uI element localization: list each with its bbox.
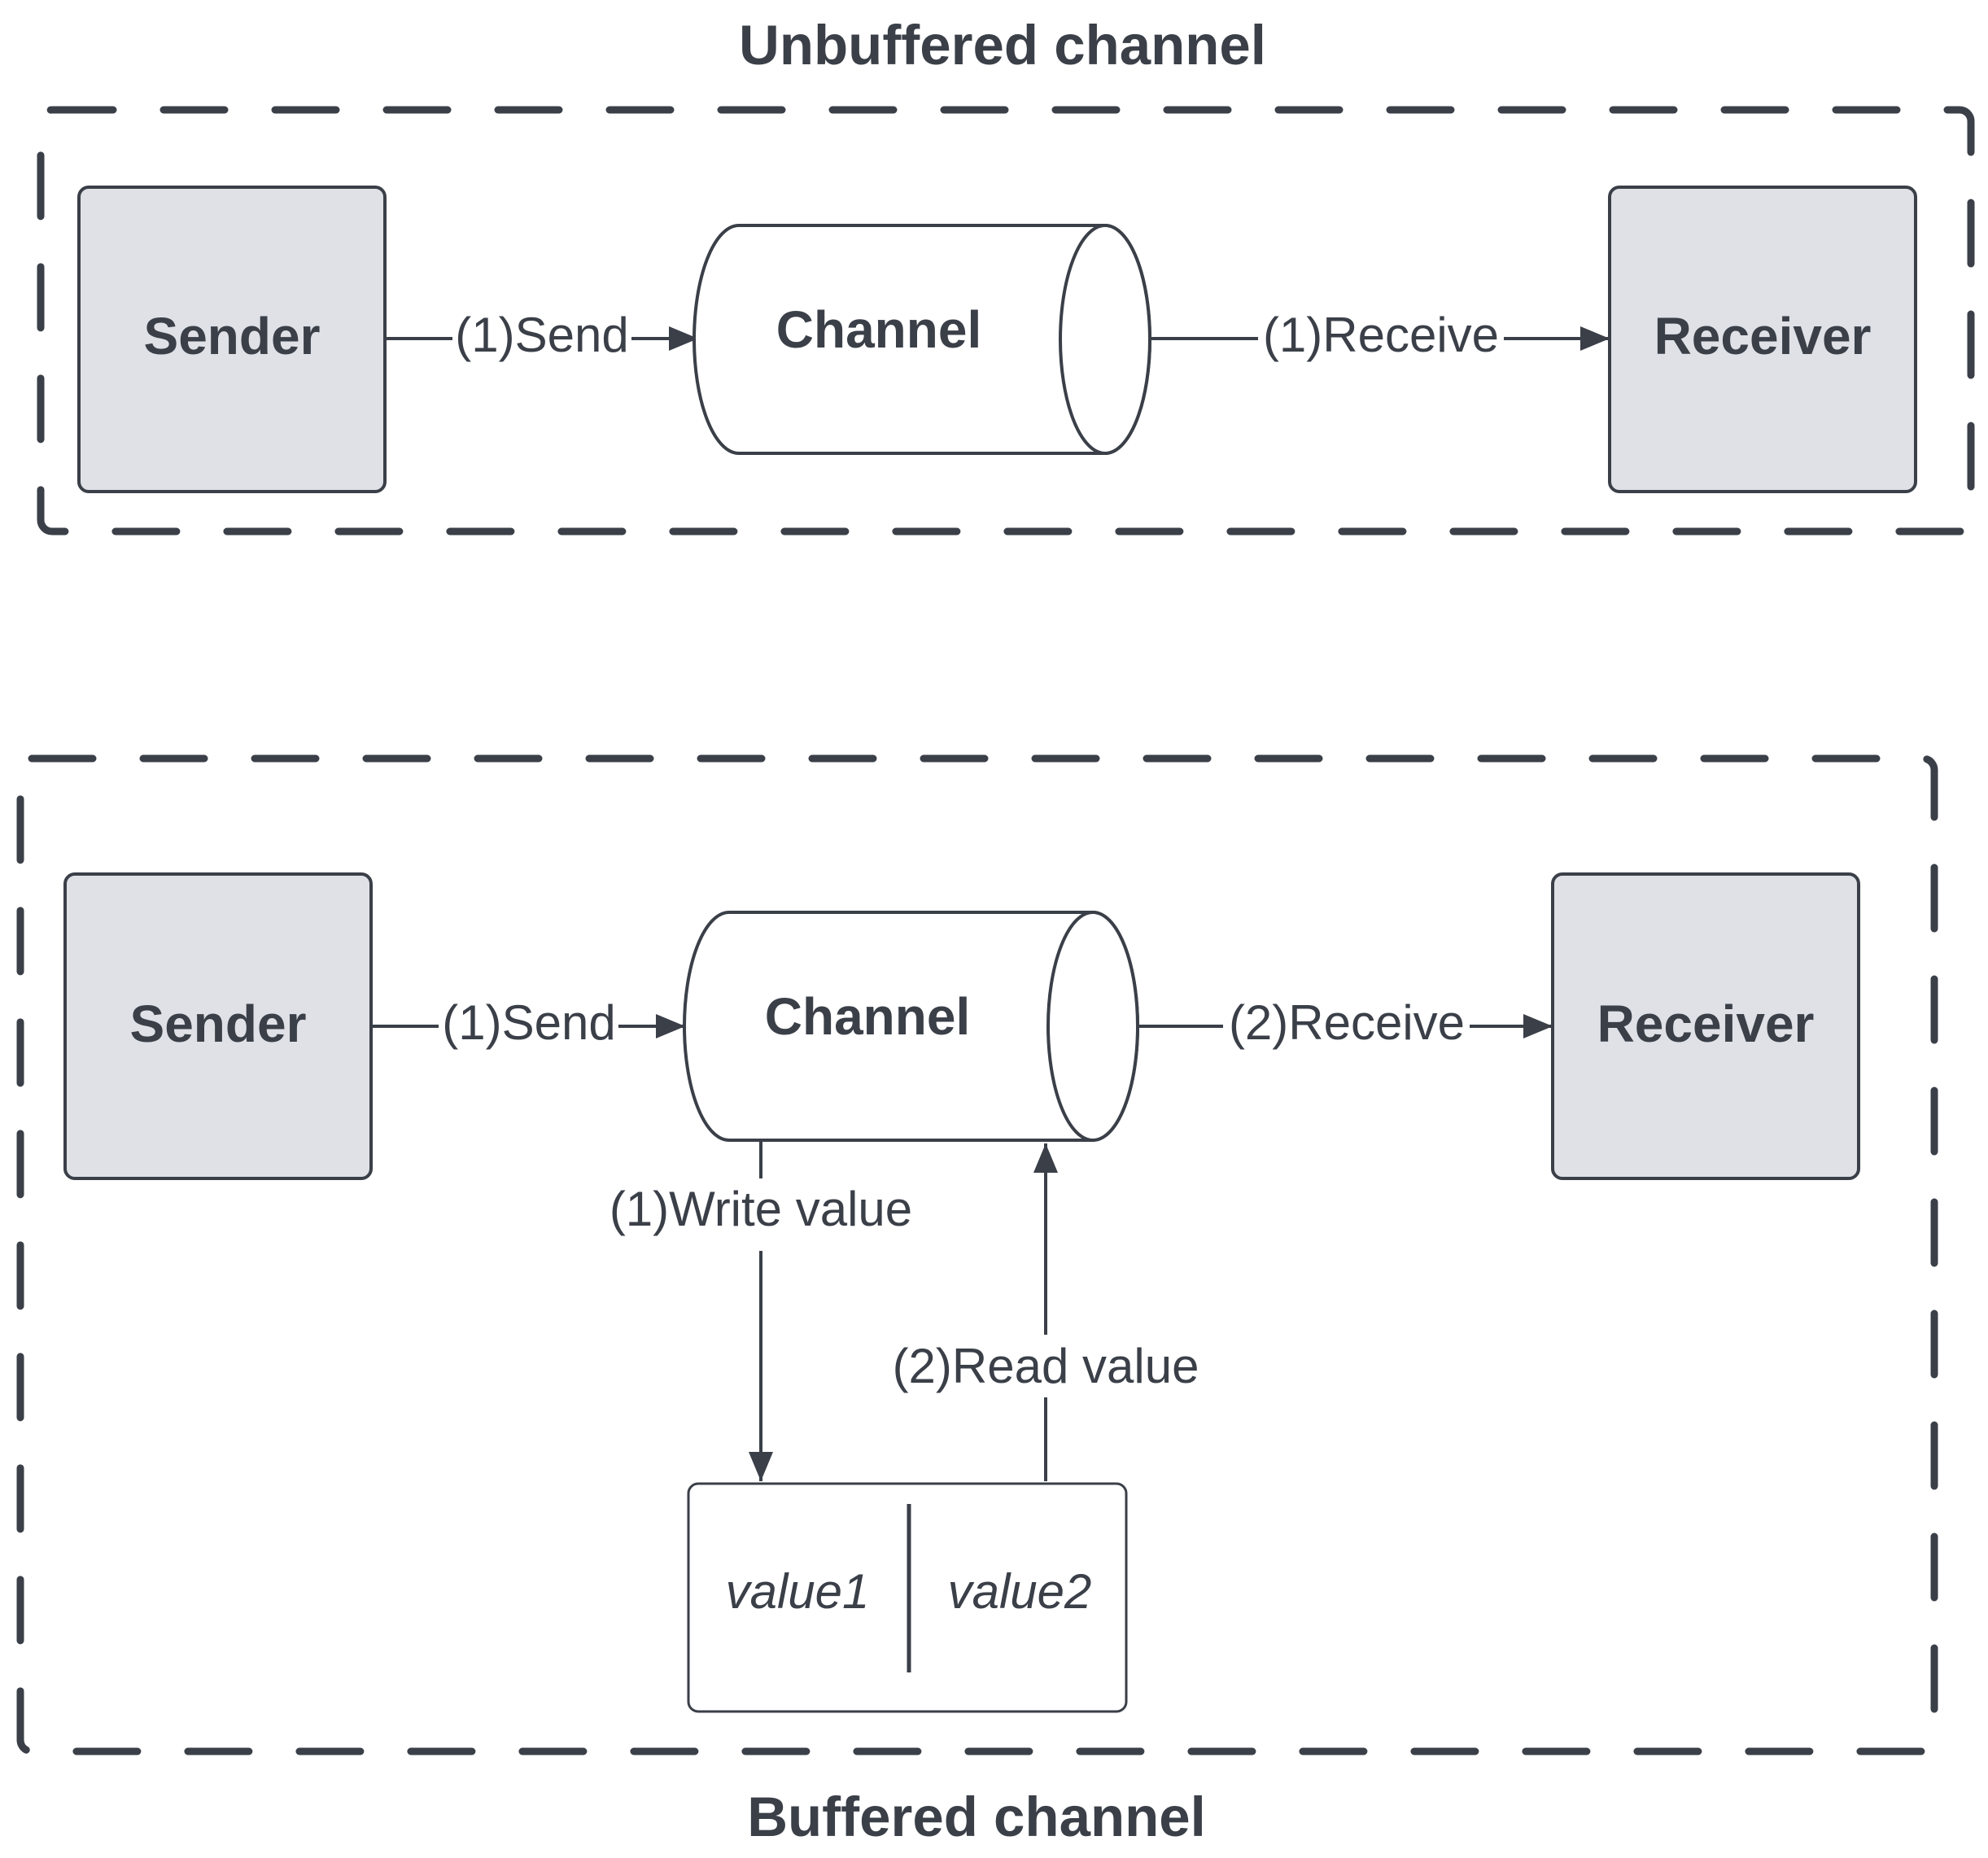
- read-value-edge: (2)Read value: [893, 1143, 1199, 1481]
- buffer-node: value1 value2: [687, 1482, 1128, 1713]
- unbuffered-title: Unbuffered channel: [739, 14, 1266, 77]
- write-value-edge: (1)Write value: [610, 1140, 912, 1481]
- unbuffered-channel-end: [1059, 224, 1151, 455]
- unbuffered-receiver-box: [1608, 186, 1917, 493]
- unbuffered-receive-label: (1)Receive: [1263, 308, 1499, 362]
- buffered-sender-node: Sender: [63, 872, 373, 1180]
- buffered-channel-end: [1046, 911, 1139, 1142]
- buffered-section: Sender (1)Send Channel (2)Receive Receiv…: [16, 754, 1938, 1848]
- buffer-value-1: value1: [726, 1564, 870, 1619]
- unbuffered-receiver-label: Receiver: [1654, 307, 1872, 365]
- buffered-sender-label: Sender: [130, 995, 307, 1053]
- unbuffered-sender-label: Sender: [144, 307, 321, 365]
- unbuffered-frame: [37, 106, 1975, 536]
- buffered-receiver-box: [1551, 872, 1860, 1180]
- buffered-frame: [16, 754, 1938, 1755]
- buffered-receiver-node: Receiver: [1551, 872, 1860, 1180]
- unbuffered-send-edge: (1)Send: [385, 308, 698, 362]
- unbuffered-section: Unbuffered channel Sender (1)Send Channe…: [37, 14, 1975, 536]
- buffered-channel-node: Channel: [683, 911, 1139, 1142]
- buffered-send-edge: (1)Send: [371, 995, 685, 1050]
- unbuffered-channel-node: Channel: [693, 224, 1151, 455]
- buffered-receive-label: (2)Receive: [1229, 995, 1465, 1050]
- write-value-label: (1)Write value: [610, 1182, 912, 1236]
- unbuffered-send-label: (1)Send: [455, 308, 628, 362]
- buffered-receiver-label: Receiver: [1597, 995, 1815, 1053]
- unbuffered-receive-edge: (1)Receive: [1150, 308, 1610, 362]
- buffer-value-2: value2: [948, 1564, 1092, 1619]
- unbuffered-receiver-node: Receiver: [1608, 186, 1917, 493]
- read-value-label: (2)Read value: [893, 1339, 1199, 1393]
- buffered-title: Buffered channel: [747, 1786, 1206, 1848]
- buffered-send-label: (1)Send: [442, 995, 615, 1050]
- unbuffered-sender-node: Sender: [77, 186, 387, 493]
- unbuffered-channel-label: Channel: [776, 300, 981, 359]
- buffered-channel-label: Channel: [765, 987, 970, 1046]
- buffered-receive-edge: (2)Receive: [1138, 995, 1553, 1050]
